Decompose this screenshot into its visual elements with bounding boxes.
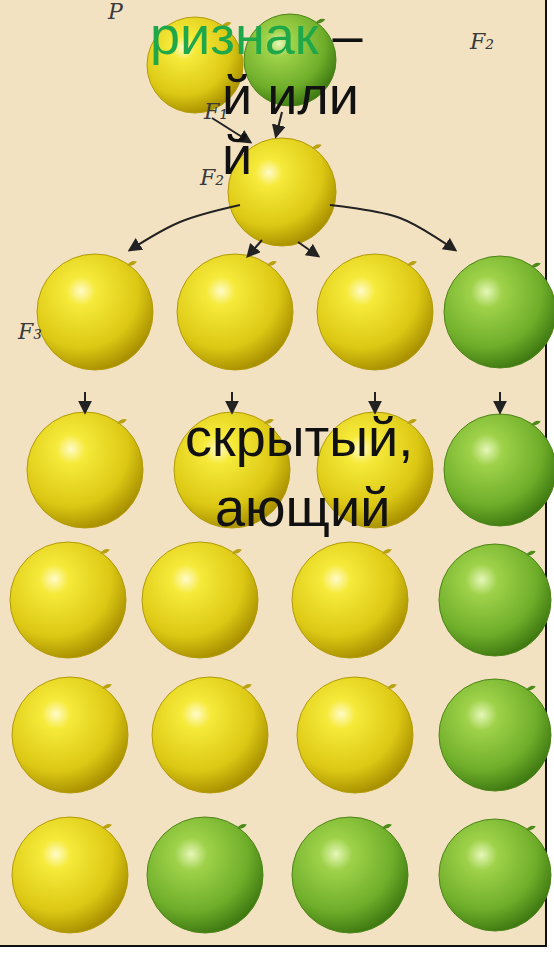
pea-stem [237,824,247,829]
yellow-pea [12,817,128,933]
arrow [298,242,318,256]
pea-stem [387,684,397,689]
pea-stem [382,824,392,829]
green-pea [439,819,551,931]
generation-label: F₁ [204,100,228,124]
pea-stem [531,263,541,268]
arrow [330,205,455,250]
heading-text: ризнак [150,6,318,65]
pea-stem [127,261,137,266]
body-text: ающий [215,478,390,537]
green-pea [439,544,551,656]
green-pea [444,256,554,368]
pea-stem [242,684,252,689]
heading-text: й или [222,66,359,125]
pea-body [444,256,554,368]
yellow-pea [317,254,433,370]
pea-body [12,677,128,793]
pea-body [177,254,293,370]
pea-body [439,544,551,656]
heading-text: й [222,126,252,185]
pea-stem [102,824,112,829]
arrow [499,392,501,412]
arrow [130,205,240,250]
pea-body [439,819,551,931]
generation-label: F₂ [200,166,224,190]
green-pea [147,817,263,933]
pea-body [142,542,258,658]
pea-body [37,254,153,370]
arrow [248,240,262,256]
pea-stem [526,686,536,691]
picture-border [0,945,547,947]
pea-stem [232,549,242,554]
green-pea [444,414,554,526]
pea-body [439,679,551,791]
pea-body [292,542,408,658]
pea-body [147,817,263,933]
yellow-pea [10,542,126,658]
pea-body [152,677,268,793]
yellow-pea [292,542,408,658]
generation-label: F₂ [470,30,494,54]
pea-body [292,817,408,933]
pea-body [444,414,554,526]
yellow-pea [177,254,293,370]
pea-body [297,677,413,793]
pea-body [317,254,433,370]
pea-stem [312,144,322,149]
pea-stem [531,421,541,426]
generation-label: P [108,0,123,24]
body-text: скрытый, [185,408,413,467]
yellow-pea [142,542,258,658]
pea-stem [117,419,127,424]
yellow-pea [12,677,128,793]
yellow-pea [152,677,268,793]
green-pea [292,817,408,933]
pea-stem [100,549,110,554]
arrow [84,392,86,412]
pea-body [10,542,126,658]
pea-body [27,412,143,528]
generation-label: F₃ [18,320,42,344]
pea-stem [267,261,277,266]
green-pea [439,679,551,791]
pea-stem [526,551,536,556]
pea-stem [526,826,536,831]
yellow-pea [37,254,153,370]
heading-text: – [332,6,362,65]
yellow-pea [297,677,413,793]
yellow-pea [27,412,143,528]
pea-stem [407,261,417,266]
pea-stem [382,549,392,554]
pea-stem [102,684,112,689]
pea-body [12,817,128,933]
